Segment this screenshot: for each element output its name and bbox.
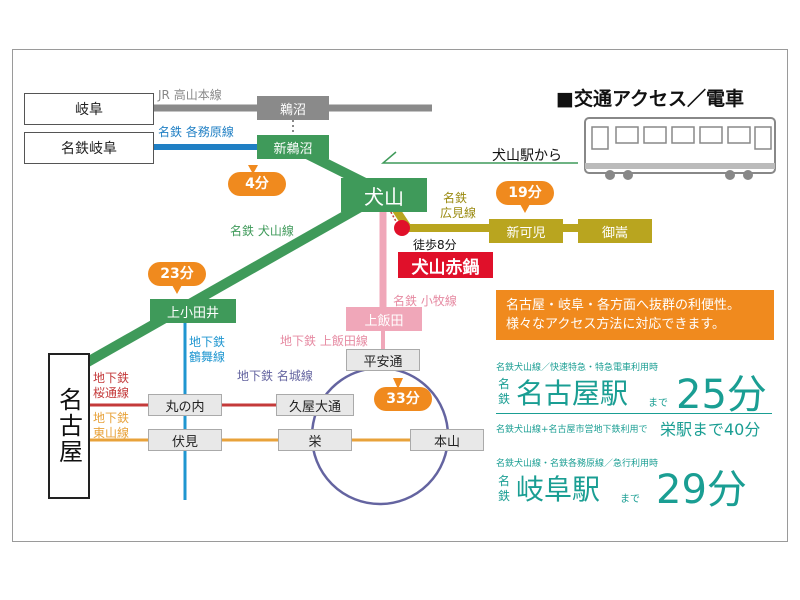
label-subway-sakuradori-2: 桜通線 (93, 386, 130, 400)
access1-note: 名鉄犬山線／快速特急・特急電車利用時 (496, 363, 659, 373)
station-shin-unuma-label: 新鵜沼 (273, 141, 313, 157)
inuyama-line-lower (67, 188, 388, 377)
station-unuma-label: 鵜沼 (279, 102, 306, 118)
station-hisaya-odori-label: 久屋大通 (288, 399, 341, 415)
page-title: ■交通アクセス／電車 (556, 88, 745, 110)
label-meitetsu-hiromi-2: 広見線 (440, 206, 477, 220)
time-23min: 23分 (160, 266, 194, 282)
access1-dest: 名古屋駅 (516, 377, 629, 410)
access3-note: 名鉄犬山線・名鉄各務原線／急行利用時 (496, 459, 659, 469)
walk-label: 徒歩8分 (413, 238, 457, 252)
access1-made: まで (648, 398, 668, 409)
station-sakae-label: 栄 (308, 434, 322, 450)
label-meitetsu-kakamigahara: 名鉄 各務原線 (158, 125, 234, 139)
station-kamiiida: 上飯田 (346, 307, 422, 331)
from-inuyama-label: 犬山駅から (492, 148, 562, 164)
station-hisaya-odori: 久屋大通 (276, 394, 354, 416)
station-kamiotai-label: 上小田井 (166, 305, 219, 321)
station-nagoya-label: 名古屋 (54, 387, 83, 465)
time-19min: 19分 (508, 185, 542, 201)
access2-note: 名鉄犬山線+名古屋市営地下鉄利用で (496, 425, 648, 435)
station-fushimi-label: 伏見 (171, 434, 198, 450)
station-motoyama: 本山 (410, 429, 484, 451)
destination-box: 犬山赤鍋 (398, 252, 493, 278)
station-kamiiida-label: 上飯田 (364, 313, 404, 329)
badge-23min (148, 262, 206, 294)
station-nagoya: 名古屋 (48, 353, 90, 499)
access3-prefix-2: 鉄 (498, 489, 511, 503)
station-shin-kani: 新可児 (489, 219, 563, 243)
time-33min: 33分 (386, 391, 420, 407)
origin-gifu-box: 岐阜 (24, 93, 154, 125)
station-mitake: 御嵩 (578, 219, 652, 243)
label-meitetsu-hiromi-1: 名鉄 (443, 191, 468, 205)
origin-meitetsu-gifu-box: 名鉄岐阜 (24, 132, 154, 164)
access1-time: 25分 (676, 372, 767, 418)
access3-made: まで (620, 494, 640, 505)
label-jr-takayama: JR 高山本線 (158, 88, 222, 102)
label-subway-higashiyama-1: 地下鉄 (93, 411, 130, 425)
from-inuyama-arrow (380, 151, 578, 164)
label-subway-higashiyama-2: 東山線 (93, 426, 130, 440)
access-divider (496, 413, 772, 414)
access1-prefix-2: 鉄 (498, 392, 511, 406)
label-meitetsu-komaki: 名鉄 小牧線 (393, 294, 457, 308)
access1-prefix-1: 名 (498, 377, 511, 391)
destination-dot (394, 220, 410, 236)
station-sakae: 栄 (278, 429, 352, 451)
station-inuyama-label: 犬山 (364, 184, 404, 209)
time-4min: 4分 (245, 176, 269, 192)
badge-4min (228, 165, 286, 196)
label-subway-kamiiida: 地下鉄 上飯田線 (280, 334, 368, 348)
station-shin-kani-label: 新可児 (506, 225, 546, 241)
station-motoyama-label: 本山 (433, 434, 460, 450)
badge-19min (496, 181, 554, 213)
station-marunouchi: 丸の内 (148, 394, 222, 416)
notice-line-2: 様々なアクセス方法に対応できます。 (506, 317, 726, 332)
station-kamiotai: 上小田井 (150, 299, 236, 323)
label-subway-sakuradori-1: 地下鉄 (93, 371, 130, 385)
notice-line-1: 名古屋・岐阜・各方面へ抜群の利便性。 (506, 298, 741, 313)
access3-time: 29分 (656, 467, 747, 513)
access3-dest: 岐阜駅 (516, 473, 601, 506)
access2-dest-time: 栄駅まで40分 (660, 420, 761, 439)
origin-gifu-label: 岐阜 (75, 102, 103, 118)
train-icon (584, 117, 776, 180)
station-heian-dori-label: 平安通 (363, 354, 403, 370)
label-meitetsu-inuyama: 名鉄 犬山線 (230, 224, 294, 238)
access3-prefix-1: 名 (498, 474, 511, 488)
station-marunouchi-label: 丸の内 (165, 399, 205, 415)
badge-33min (374, 378, 432, 411)
station-shin-unuma: 新鵜沼 (257, 135, 329, 159)
destination-label: 犬山赤鍋 (411, 257, 480, 278)
notice-box: 名古屋・岐阜・各方面へ抜群の利便性。 様々なアクセス方法に対応できます。 (496, 290, 774, 340)
station-heian-dori: 平安通 (346, 349, 420, 371)
station-fushimi: 伏見 (148, 429, 222, 451)
label-subway-tsurumai-1: 地下鉄 (189, 335, 226, 349)
station-mitake-label: 御嵩 (601, 225, 628, 241)
origin-meitetsu-gifu-label: 名鉄岐阜 (61, 141, 117, 157)
station-inuyama: 犬山 (341, 178, 427, 212)
label-subway-meijo: 地下鉄 名城線 (237, 369, 313, 383)
station-unuma: 鵜沼 (257, 96, 329, 120)
label-subway-tsurumai-2: 鶴舞線 (189, 350, 226, 364)
